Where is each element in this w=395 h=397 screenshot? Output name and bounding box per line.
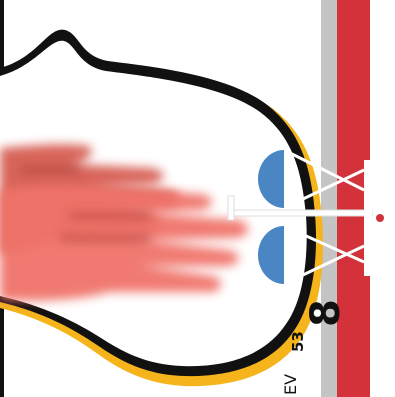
device-rail — [364, 160, 372, 276]
red-wall-edge — [370, 0, 395, 397]
grey-wall-strip — [321, 0, 337, 397]
ev-label: EV — [283, 374, 299, 395]
device-arm — [232, 210, 372, 216]
stage-code: 53 — [291, 331, 306, 352]
indicator-dot — [376, 214, 384, 222]
level-number: 8 — [306, 299, 346, 327]
device-arm-tip — [228, 196, 234, 220]
